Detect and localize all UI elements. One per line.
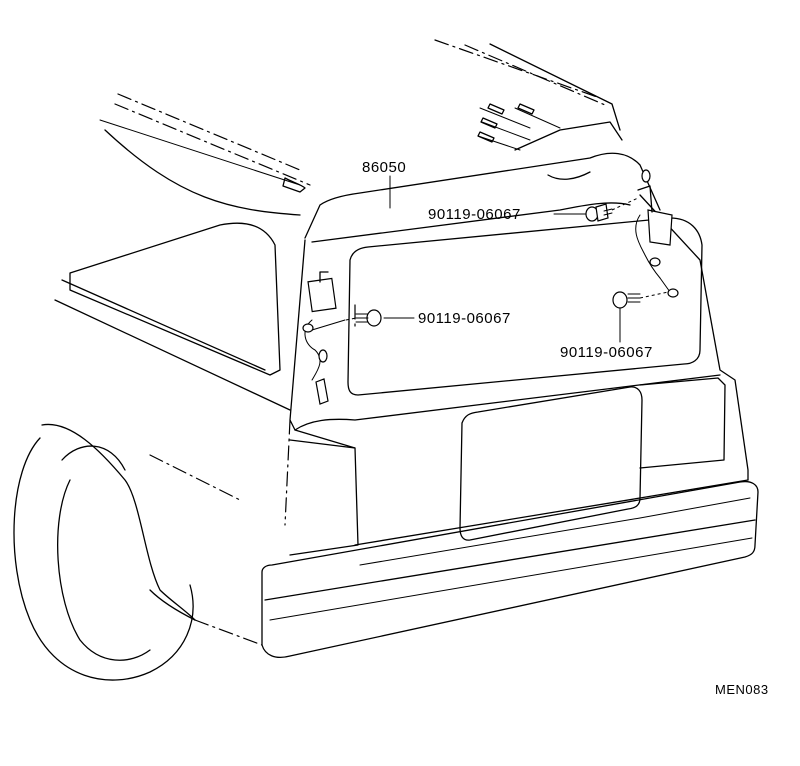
rear-wheel <box>13 423 263 681</box>
right-connector <box>635 169 679 298</box>
screw-left <box>345 309 382 327</box>
figure-code: MEN083 <box>715 682 769 697</box>
label-screw-left: 90119-06067 <box>418 310 511 327</box>
rear-spoiler <box>304 103 661 243</box>
leader-lines <box>383 175 621 343</box>
label-screw-upper-right: 90119-06067 <box>428 206 521 223</box>
rear-bumper <box>261 480 759 659</box>
left-connector <box>302 271 346 405</box>
roof-outline <box>99 39 621 216</box>
screw-upper-right <box>585 197 639 222</box>
label-screw-lower-right: 90119-06067 <box>560 344 653 361</box>
side-window <box>54 222 291 501</box>
back-door <box>289 194 749 481</box>
rear-body <box>284 377 751 566</box>
label-86050: 86050 <box>362 159 406 176</box>
screw-lower-right <box>612 291 669 309</box>
